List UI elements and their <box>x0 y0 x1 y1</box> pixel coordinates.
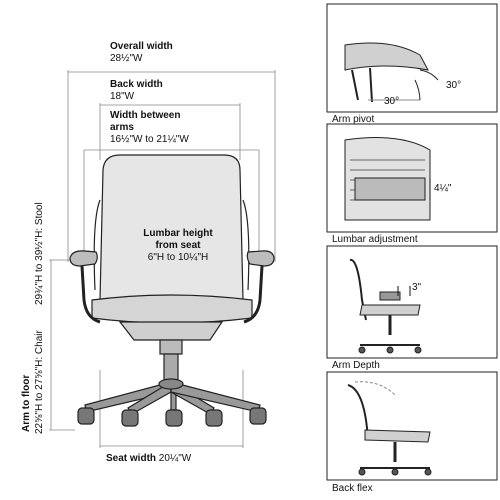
arm-to-floor-chair: 22⅝"H to 27⅝"H: Chair <box>34 330 45 434</box>
seat-width-label: Seat width 20¼"W <box>106 453 192 464</box>
width-between-arms-label: Width between arms 16½"W to 21¼"W <box>110 110 189 145</box>
arm-pivot-caption: Arm pivot <box>332 114 375 125</box>
arm-to-floor-title: Arm to floor <box>21 374 32 432</box>
back-flex-caption: Back flex <box>332 483 373 494</box>
lumbar-height-label: Lumbar height from seat 6"H to 10¼"H <box>143 228 213 263</box>
thumb-arm-depth-art <box>326 245 498 359</box>
thumb-back-flex-art <box>326 371 498 481</box>
arm-pivot-angle-b: 30° <box>384 96 400 107</box>
arm-depth-caption: Arm Depth <box>332 360 380 371</box>
thumb-lumbar-art <box>326 123 498 233</box>
arm-to-floor-stool: 29¾"H to 39½"H: Stool <box>34 202 45 305</box>
back-width-label: Back width 18"W <box>110 79 163 102</box>
arm-depth-dimension: 3" <box>412 282 422 293</box>
lumbar-adjustment-caption: Lumbar adjustment <box>332 234 418 245</box>
overall-width-label: Overall width 28½"W <box>110 41 173 64</box>
chair-illustration <box>69 154 275 427</box>
arm-pivot-angle-a: 30° <box>446 80 462 91</box>
lumbar-adjust-dimension: 4¼" <box>434 183 452 194</box>
dimension-lines <box>49 70 276 448</box>
thumb-arm-pivot-art <box>326 3 498 113</box>
